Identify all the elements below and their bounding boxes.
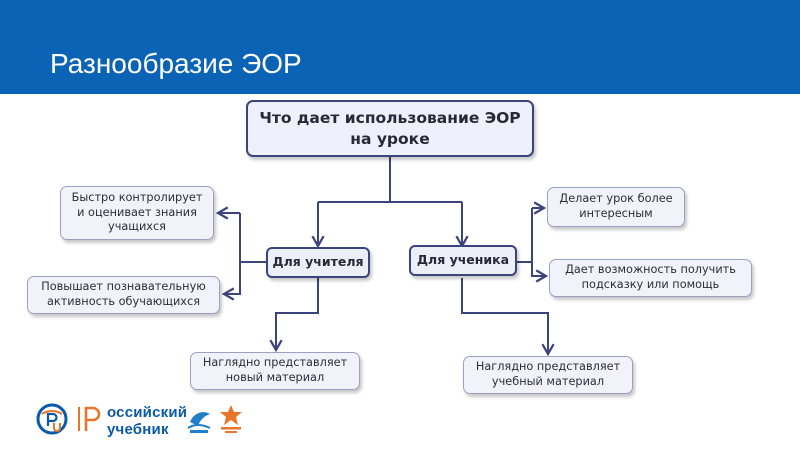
teacher-item-3-label: Наглядно представляет новый материал	[202, 356, 348, 384]
logo-wordmark: оссийский учебник	[107, 405, 187, 437]
teacher-item-1-label: Быстро контролирует и оценивает знания у…	[71, 190, 203, 234]
student-item-2-node: Дает возможность получить подсказку или …	[549, 259, 752, 297]
connector-root-split	[318, 157, 462, 203]
logo-line-2: учебник	[107, 421, 169, 438]
slide-title: Разнообразие ЭОР	[50, 48, 302, 79]
student-item-1-node: Делает урок более интересным	[547, 187, 685, 227]
teacher-item-2-node: Повышает познавательную активность обуча…	[27, 276, 220, 314]
teacher-branch-node: Для учителя	[266, 247, 370, 278]
student-item-3-node: Наглядно представляет учебный материал	[463, 356, 633, 394]
drofa-logo-icon	[187, 412, 211, 433]
connector-student-item-2	[531, 262, 549, 283]
logo-line-1: оссийский	[107, 404, 188, 421]
letter-r-icon	[78, 406, 101, 431]
student-item-1-label: Делает урок более интересным	[559, 192, 673, 220]
student-item-3-label: Наглядно представляет учебный материал	[475, 360, 621, 388]
teacher-item-2-label: Повышает познавательную активность обуча…	[41, 280, 206, 308]
connector-teacher-item-2	[221, 262, 241, 301]
connector-student-item-3	[461, 278, 555, 357]
slide-header: Разнообразие ЭОР	[0, 0, 800, 94]
root-node: Что дает использование ЭОР на уроке	[246, 100, 534, 157]
student-branch-node: Для ученика	[409, 245, 517, 276]
teacher-item-3-node: Наглядно представляет новый материал	[190, 352, 360, 390]
student-branch-label: Для ученика	[416, 252, 510, 268]
ru-emblem-icon	[36, 403, 68, 435]
teacher-item-1-node: Быстро контролирует и оценивает знания у…	[60, 186, 214, 240]
root-node-label: Что дает использование ЭОР на уроке	[259, 109, 521, 148]
teacher-branch-label: Для учителя	[272, 254, 364, 270]
connector-teacher-trunk	[239, 213, 266, 263]
connector-teacher-item-3	[269, 278, 319, 353]
student-item-2-label: Дает возможность получить подсказку или …	[565, 263, 736, 291]
connector-student-trunk	[517, 208, 533, 263]
publisher-logo: оссийский учебник	[34, 400, 264, 442]
ventana-graf-logo-icon	[220, 405, 242, 433]
